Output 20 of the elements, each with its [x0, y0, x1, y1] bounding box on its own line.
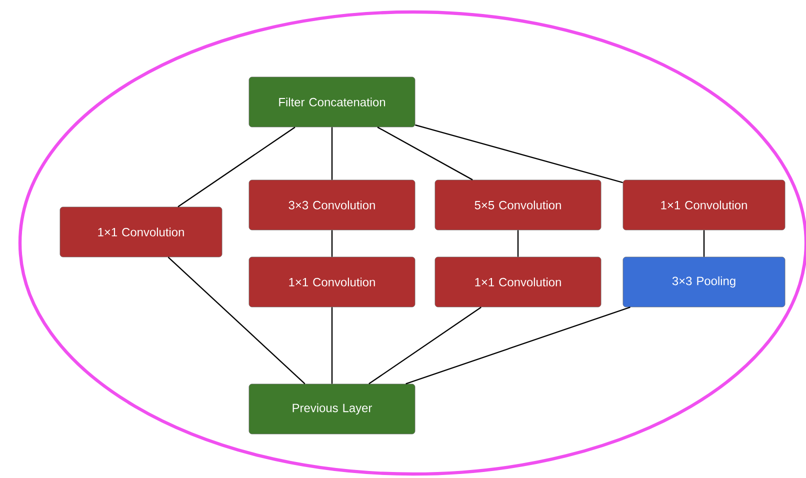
connector-line — [331, 127, 333, 180]
connector-line — [178, 126, 296, 208]
connector-line — [703, 230, 705, 257]
convolution-box: 3×3 Convolution — [248, 180, 416, 230]
connector-line — [377, 126, 473, 180]
connector-line — [331, 307, 333, 384]
convolution-box: 1×1 Convolution — [60, 206, 222, 258]
convolution-box: 5×5 Convolution — [434, 180, 602, 230]
convolution-box: 1×1 Convolution — [248, 256, 416, 308]
connector-line — [406, 306, 630, 384]
connector-line — [415, 124, 623, 184]
pooling-box: 3×3 Pooling — [622, 256, 786, 308]
connector-line — [368, 306, 482, 384]
convolution-box: 1×1 Convolution — [434, 256, 602, 308]
connector-line — [517, 230, 519, 257]
layer-box: Filter Concatenation — [248, 76, 416, 128]
connector-line — [168, 256, 306, 384]
convolution-box: 1×1 Convolution — [622, 180, 786, 230]
connector-line — [331, 230, 333, 257]
layer-box: Previous Layer — [248, 384, 416, 434]
